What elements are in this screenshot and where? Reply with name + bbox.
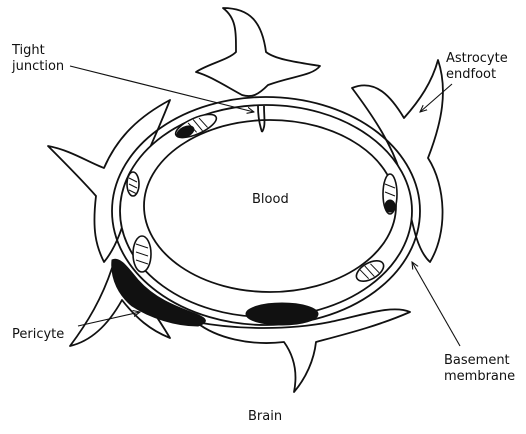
brain-label: Brain (248, 409, 282, 424)
tight-junction-label-line1: Tight (11, 43, 45, 58)
astrocyte-endfoot-top (196, 8, 320, 96)
mitochondrion-right (383, 174, 397, 214)
mitochondrion-left-upper (127, 172, 139, 196)
blood-label: Blood (252, 192, 289, 207)
tight-junction-label-line2: junction (11, 59, 64, 74)
astrocyte-endfoot-label-line2: endfoot (446, 67, 496, 82)
basement-membrane-arrow (412, 262, 460, 346)
endothelial-nucleus (246, 303, 318, 325)
basement-membrane-label-line1: Basement (444, 353, 510, 368)
mitochondrion-left-lower (133, 236, 151, 272)
pericyte-label: Pericyte (12, 327, 64, 342)
basement-membrane-label-line2: membrane (444, 369, 515, 384)
astrocyte-endfoot-label-line1: Astrocyte (446, 51, 508, 66)
